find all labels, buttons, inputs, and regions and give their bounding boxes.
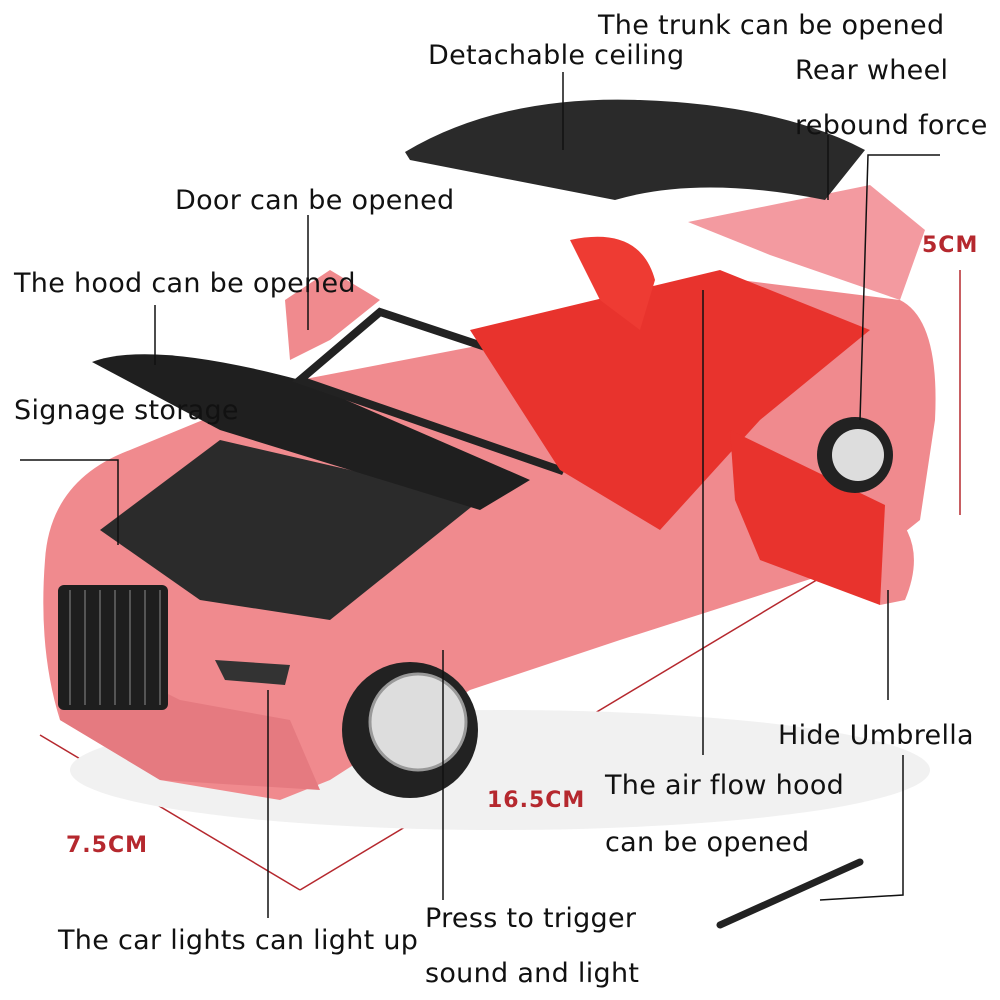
label-door: Door can be opened (175, 185, 455, 216)
label-airflow-1: The air flow hood (605, 770, 845, 801)
interior (470, 270, 870, 530)
hood (92, 354, 530, 510)
umbrella-stick (716, 858, 864, 929)
label-trunk: The trunk can be opened (598, 10, 945, 41)
label-umbrella: Hide Umbrella (778, 720, 974, 751)
dimension-length: 16.5CM (487, 788, 586, 813)
dimension-width: 7.5CM (66, 833, 149, 858)
engine-bay (100, 440, 480, 620)
label-rear-wheel-2: rebound force (795, 110, 988, 141)
grille (58, 585, 168, 710)
label-press-2: sound and light (425, 958, 640, 989)
label-lights: The car lights can light up (58, 925, 419, 956)
label-ceiling: Detachable ceiling (428, 40, 685, 71)
dimension-height: 5CM (922, 233, 979, 258)
annotation-lines (20, 72, 940, 918)
door-right (730, 430, 900, 605)
label-press-1: Press to trigger (425, 903, 637, 934)
label-signage: Signage storage (14, 395, 239, 426)
label-rear-wheel-1: Rear wheel (795, 55, 949, 86)
label-airflow-2: can be opened (605, 827, 810, 858)
label-hood: The hood can be opened (14, 268, 356, 299)
roof (405, 99, 865, 200)
